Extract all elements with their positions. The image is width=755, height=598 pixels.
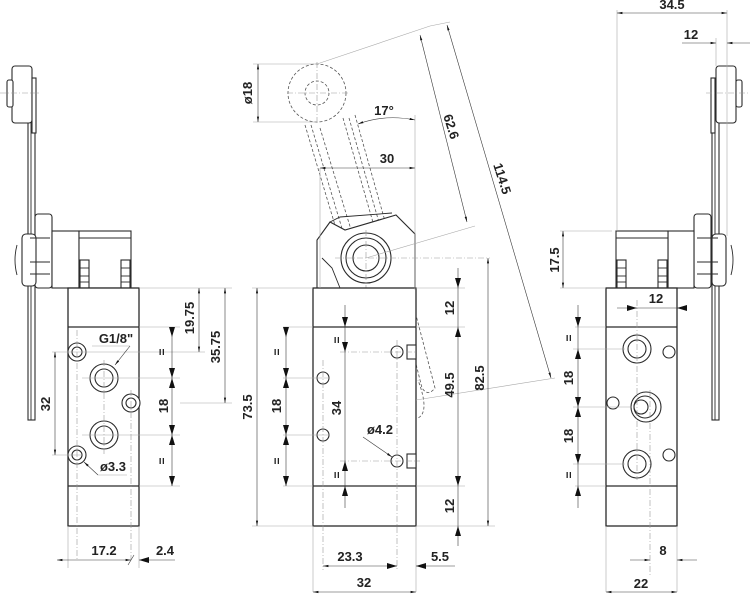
dim-49-5: 49.5 (442, 372, 457, 397)
dim-12-top: 12 (442, 301, 457, 315)
thread-label: G1/8" (99, 331, 133, 346)
dim-5-5: 5.5 (431, 549, 449, 564)
dim-8: 8 (659, 543, 666, 558)
valve-body-left (67, 287, 141, 560)
dim-12: 12 (649, 291, 663, 306)
actuator-head-center (316, 212, 490, 290)
dim-62-6: 62.6 (440, 112, 462, 141)
right-dimensions: 34.5 12 17.5 12 (547, 0, 750, 594)
dim-equal: = (330, 336, 344, 343)
dim-equal: = (330, 471, 344, 478)
dim-equal: = (155, 457, 169, 464)
left-view: 32 = 18 = 19.75 35.75 (0, 65, 232, 568)
dim-equal: = (270, 457, 284, 464)
dim-equal: = (562, 334, 576, 341)
dim-17-2: 17.2 (91, 543, 116, 558)
roller-side (11, 65, 33, 124)
dim-73-5: 73.5 (240, 394, 255, 419)
hole-label-4-2: ø4.2 (367, 422, 393, 437)
dim-18: 18 (156, 399, 171, 413)
dim-34-5: 34.5 (659, 0, 684, 12)
dim-equal: = (155, 348, 169, 355)
dim-23-3: 23.3 (337, 549, 362, 564)
angle-17: 17° (374, 103, 394, 118)
right-view: 34.5 12 17.5 12 (547, 0, 750, 594)
dim-18-upper: 18 (561, 371, 576, 385)
dim-17-5: 17.5 (547, 247, 562, 272)
dim-114-5: 114.5 (490, 161, 514, 196)
dim-12-roller: 12 (684, 27, 698, 42)
dim-equal: = (270, 348, 284, 355)
dim-32: 32 (357, 575, 371, 590)
dim-32: 32 (38, 397, 53, 411)
dim-34: 34 (329, 400, 344, 415)
dim-2-4: 2.4 (156, 543, 175, 558)
dim-equal: = (562, 471, 576, 478)
actuator-head (14, 213, 132, 289)
roller-diameter: ø18 (240, 82, 255, 104)
dim-19-75: 19.75 (182, 302, 197, 335)
valve-body-right (605, 287, 678, 575)
left-dimensions: 32 = 18 = 19.75 35.75 (38, 287, 232, 568)
dim-22: 22 (634, 576, 648, 591)
hole-label-3-3: ø3.3 (100, 459, 126, 474)
left-callouts: G1/8" ø3.3 (83, 331, 133, 476)
actuator-head-right (615, 213, 734, 289)
dim-12-bottom: 12 (442, 499, 457, 513)
dim-82-5: 82.5 (472, 365, 487, 390)
dim-30: 30 (380, 151, 394, 166)
dim-18-lower: 18 (561, 429, 576, 443)
dim-18: 18 (269, 399, 284, 413)
valve-body-center (312, 287, 420, 570)
dim-35-75: 35.75 (208, 331, 223, 364)
center-view: ø18 17° 30 62.6 114.5 73.5 (240, 21, 556, 594)
